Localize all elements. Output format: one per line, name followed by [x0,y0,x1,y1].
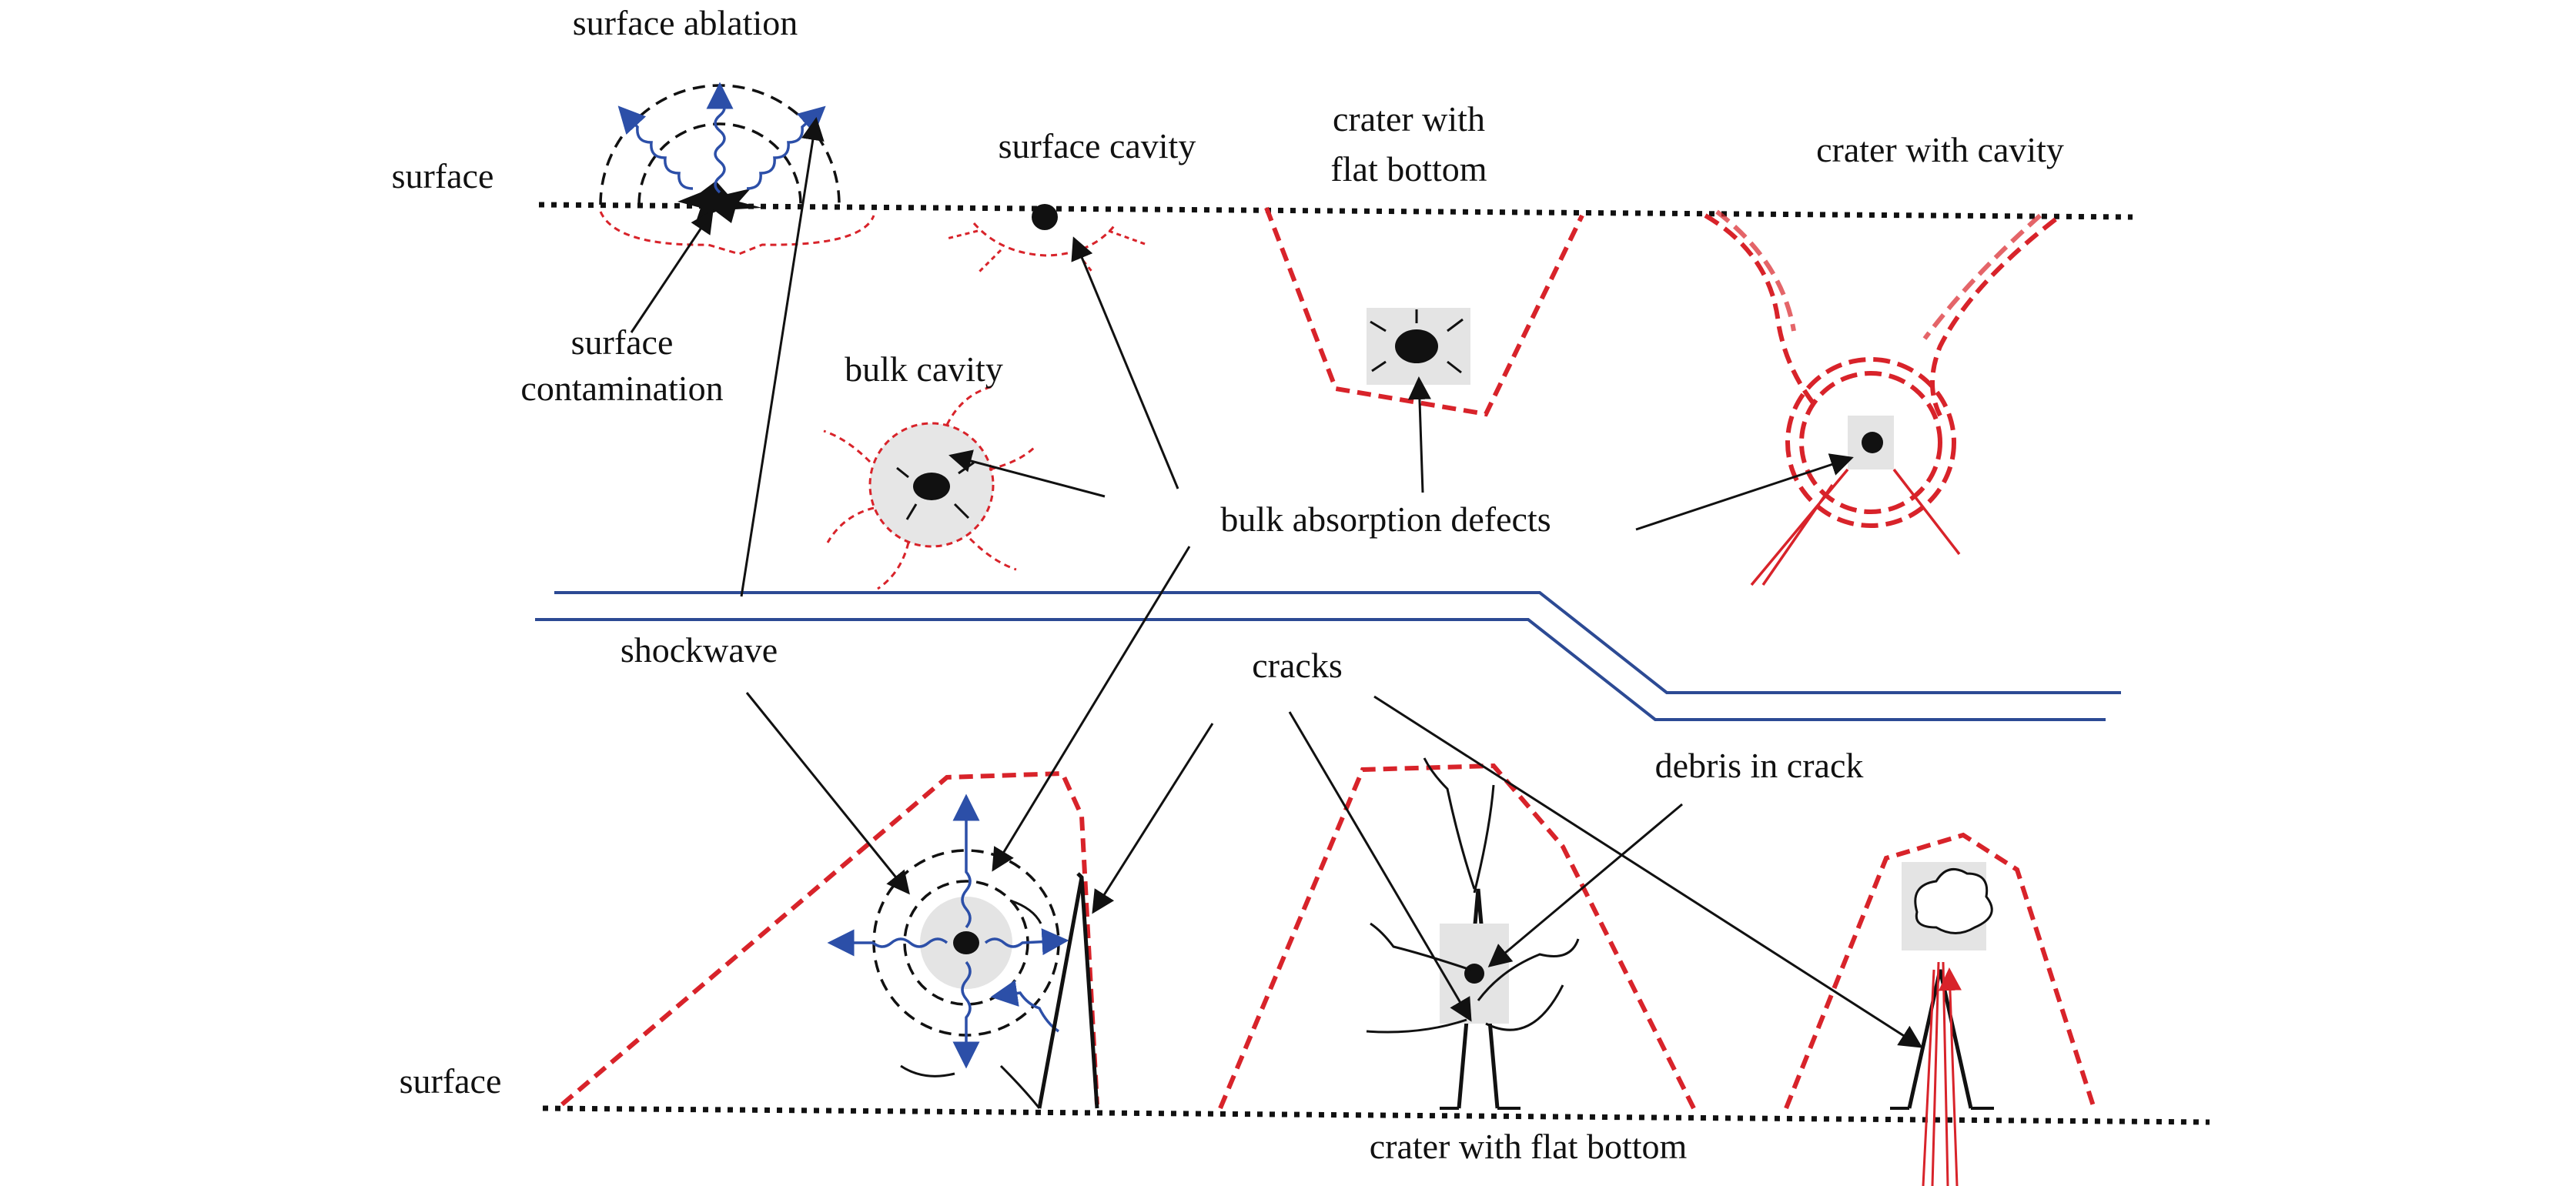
bulk-cavity-illustration [823,385,1037,590]
pointer-arrows [630,117,1923,1048]
arrow-cracks-2 [1288,711,1472,1022]
defect-blob-icon [1395,329,1438,363]
label-crater-flat-bottom-lower: crater with flat bottom [1370,1127,1688,1166]
label-surface-bottom: surface [400,1061,502,1101]
label-crater-with-cavity: crater with cavity [1816,130,2064,169]
label-bulk-cavity: bulk cavity [845,349,1003,389]
arrow-surface-contamination [630,209,714,333]
shockwave-illustration [560,770,1099,1109]
bottom-surface-line [542,1105,2210,1125]
label-surface-contamination-line1: surface [571,322,674,362]
label-surface-ablation: surface ablation [573,3,798,42]
surface-ablation-illustration [599,82,875,256]
ablation-spark-icon [677,181,762,223]
cloud-debris-icon [1914,867,1993,934]
surface-cavity-illustration [946,204,1148,275]
label-cracks: cracks [1252,646,1342,685]
label-crater-flat-line2: flat bottom [1330,149,1487,189]
surface-cavity-dot [1032,204,1058,230]
label-crater-flat-line1: crater with [1333,99,1485,139]
arrow-debris-in-crack [1487,803,1683,967]
top-surface-line [538,202,2133,220]
crater-cavity-dot [1862,432,1883,453]
panel-divider-upper [554,591,2121,694]
arrow-bulk-to-crater-flat [1407,376,1431,493]
arrow-bulk-to-bulk-cavity [948,449,1106,498]
crater-flat-bottom-top-illustration [1264,206,1584,417]
arrow-cracks-1 [1092,723,1214,914]
crater-with-cavity-illustration [1704,209,2057,586]
arrow-shockwave-bottom [745,692,910,895]
crater-cracked-cone-illustration [1784,832,2096,1186]
label-bulk-absorption-defects: bulk absorption defects [1220,499,1551,539]
label-surface-top: surface [392,156,494,195]
crater-flat-bottom-lower-illustration [1218,757,1696,1110]
arrow-bulk-to-surface-cavity [1071,236,1179,489]
arrow-bulk-to-crater-cavity [1635,453,1854,531]
arrow-shockwave-top [740,117,825,597]
label-debris-in-crack: debris in crack [1655,746,1864,785]
crack-debris-dot [1464,964,1484,984]
label-surface-contamination-line2: contamination [520,369,723,408]
bulk-cavity-dot [913,473,950,500]
shockwave-defect-dot [953,931,979,954]
label-surface-cavity: surface cavity [999,126,1196,165]
label-shockwave: shockwave [621,630,778,670]
arrow-cracks-3 [1373,695,1923,1048]
arrow-bulk-to-shockwave-defect [992,546,1191,872]
panel-divider-lower [535,618,2106,721]
